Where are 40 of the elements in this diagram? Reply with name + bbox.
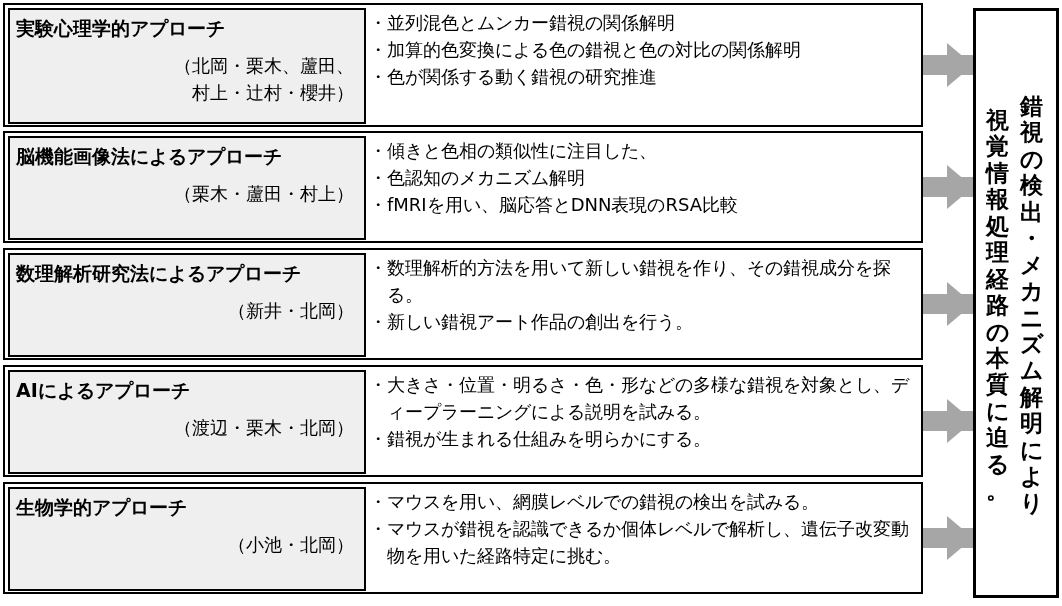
- researcher-names: （渡辺・栗木・北岡）: [174, 416, 354, 440]
- approach-row-box: [3, 131, 923, 243]
- bullet-text: ・fMRIを用い、脳応答とDNN表現のRSA比較: [369, 193, 740, 217]
- bullet-text: ・色認知のメカニズム解明: [369, 166, 586, 190]
- approach-box: [8, 8, 366, 124]
- researcher-names: （北岡・栗木、蘆田、村上・辻村・櫻井）: [173, 54, 354, 105]
- bullet-text: ・数理解析的方法を用いて新しい錯視を作り、その錯視成分を探る。: [369, 256, 892, 307]
- approach-row-box: [3, 248, 923, 360]
- approach-title: AIによるアプローチ: [16, 378, 190, 403]
- goal-box: [973, 8, 1059, 598]
- approach-box: [8, 487, 366, 591]
- approach-box: [8, 370, 366, 474]
- approach-title: 脳機能画像法によるアプローチ: [16, 144, 282, 169]
- approach-row-box: [3, 482, 923, 594]
- bullet-text: ・マウスが錯視を認識できるか個体レベルで解析し、遺伝子改変動物を用いた経路特定に挑む。: [369, 517, 910, 568]
- vertical-text: 視覚情報処理経路の本質に迫る。: [986, 107, 1009, 504]
- bullet-text: ・マウスを用い、網膜レベルでの錯視の検出を試みる。: [369, 490, 820, 514]
- approach-title: 実験心理学的アプローチ: [16, 16, 225, 41]
- arrow: [923, 399, 973, 443]
- bullet-text: ・新しい錯視アート作品の創出を行う。: [369, 310, 694, 334]
- approach-title: 生物学的アプローチ: [16, 495, 187, 520]
- researcher-names: （新井・北岡）: [228, 299, 354, 323]
- researcher-names: （小池・北岡）: [228, 533, 354, 557]
- bullet-text: ・大きさ・位置・明るさ・色・形などの多様な錯視を対象とし、ディープラーニングによる説明を試みる。: [369, 373, 911, 424]
- bullet-text: ・錯視が生まれる仕組みを明らかにする。: [369, 427, 712, 451]
- bullet-text: ・並列混色とムンカー錯視の関係解明: [369, 11, 676, 35]
- approach-title: 数理解析研究法によるアプローチ: [16, 261, 301, 286]
- approach-row-box: [3, 3, 923, 127]
- arrow: [923, 43, 973, 87]
- approach-box: [8, 253, 366, 357]
- arrow: [923, 516, 973, 560]
- bullet-text: ・色が関係する動く錯視の研究推進: [369, 65, 658, 89]
- approach-row-box: [3, 365, 923, 477]
- arrow: [923, 165, 973, 209]
- bullet-text: ・加算的色変換による色の錯視と色の対比の関係解明: [369, 38, 802, 62]
- approach-box: [8, 136, 366, 240]
- bullet-text: ・傾きと色相の類似性に注目した、: [369, 139, 658, 163]
- researcher-names: （栗木・蘆田・村上）: [174, 182, 354, 206]
- arrow: [923, 282, 973, 326]
- vertical-text: 錯視の検出・メカニズム解明により: [1020, 93, 1043, 516]
